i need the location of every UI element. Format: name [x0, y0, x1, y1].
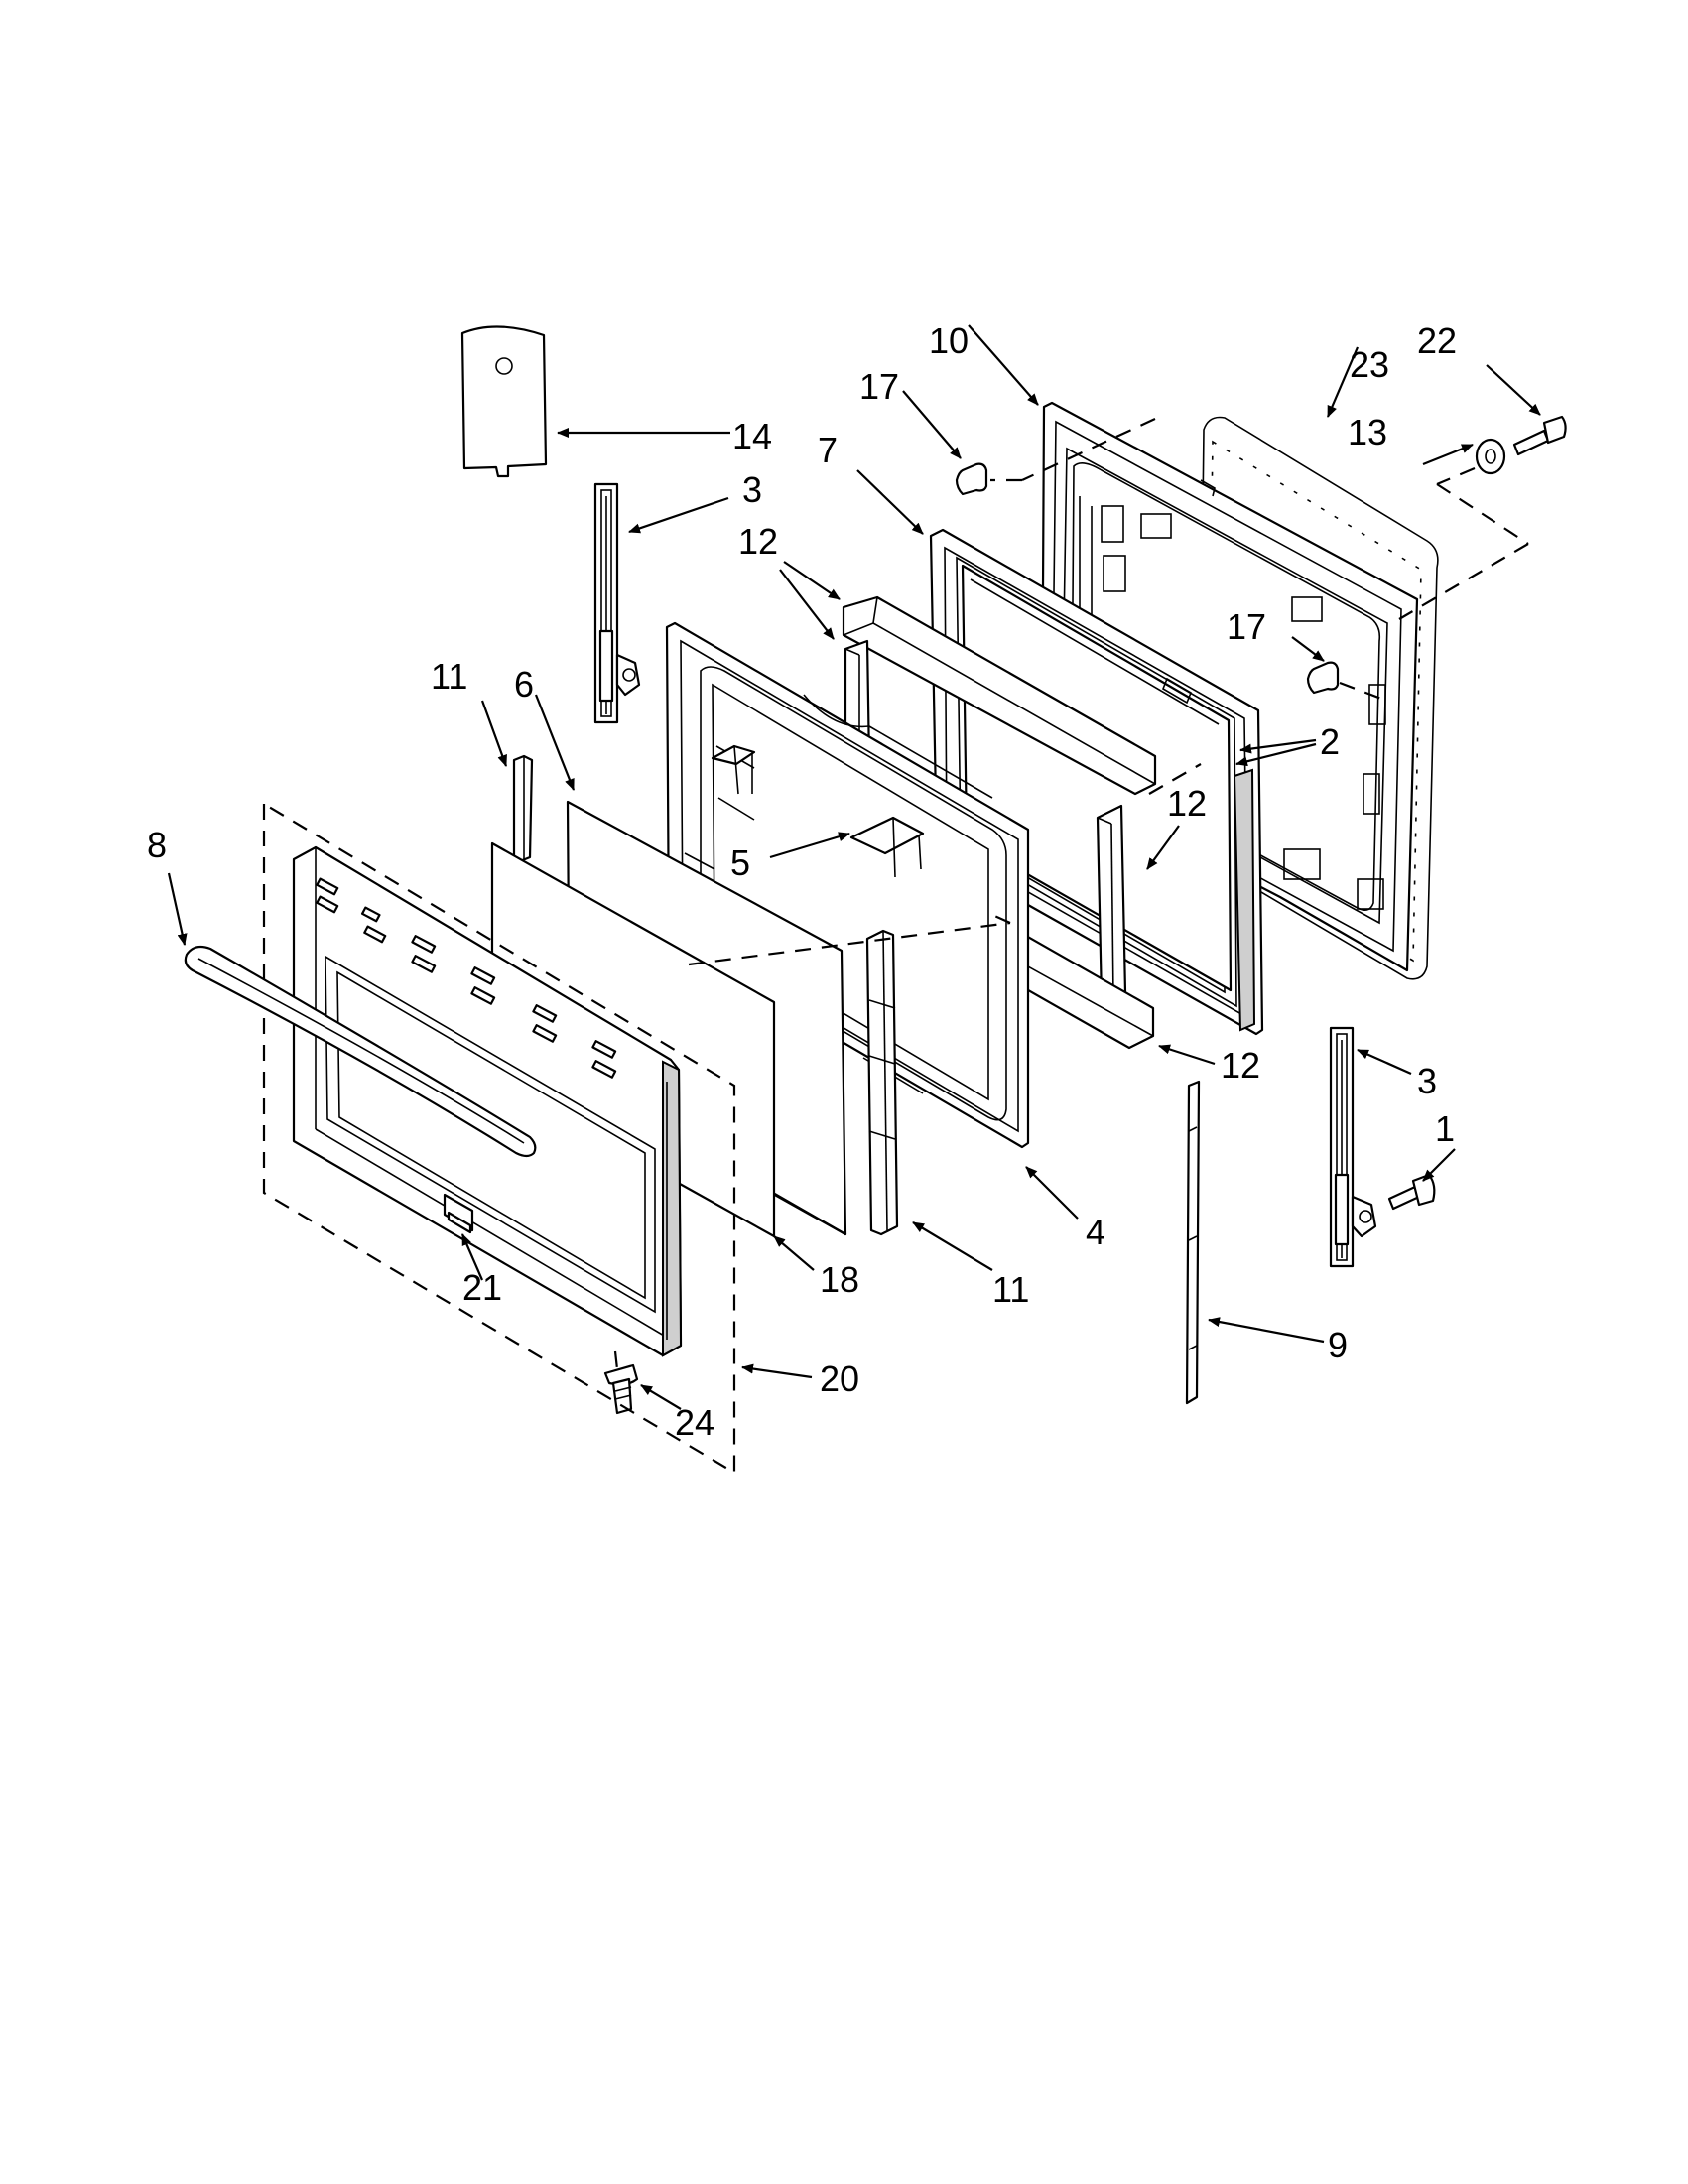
part-3-hinge-left	[593, 482, 641, 724]
part-12-insulation-right	[1096, 804, 1127, 1004]
callout-3-left: 3	[742, 469, 762, 510]
callout-10: 10	[929, 321, 969, 361]
callout-17-upper: 17	[859, 366, 899, 407]
callout-11-right: 11	[992, 1269, 1029, 1310]
callout-7: 7	[818, 430, 838, 470]
callout-11-left: 11	[431, 656, 467, 697]
callout-21: 21	[462, 1267, 502, 1308]
part-17-pin-upper	[955, 462, 988, 496]
callout-2: 2	[1320, 721, 1340, 762]
control-badge	[443, 1193, 474, 1234]
callout-1: 1	[1435, 1108, 1455, 1149]
callout-20: 20	[820, 1358, 859, 1399]
part-5-bracket-lower	[849, 816, 925, 878]
callout-8: 8	[147, 825, 167, 865]
part-22-screw	[1512, 415, 1567, 456]
callout-13: 13	[1348, 412, 1387, 452]
part-21-outer-door	[292, 845, 683, 1357]
part-20-door-assembly-boundary	[262, 803, 736, 1475]
callout-12-right: 12	[1167, 783, 1207, 824]
guide-lines	[613, 418, 1529, 1370]
callout-9: 9	[1328, 1325, 1348, 1365]
part-9-side-trim	[1185, 1080, 1201, 1405]
callout-24: 24	[675, 1402, 714, 1443]
part-11-channel-right	[865, 929, 899, 1236]
callout-12-top: 12	[738, 521, 778, 562]
leader-arrows	[167, 324, 1541, 1410]
part-1-screw	[1387, 1173, 1436, 1211]
callout-22: 22	[1417, 321, 1457, 361]
callout-labels: 10 17 7 14 3 12 22 23 13 17 2 12 11 6 8 …	[147, 321, 1457, 1443]
part-2-glass	[961, 564, 1233, 992]
part-12-insulation-top	[842, 595, 1157, 796]
callout-12-bottom: 12	[1221, 1045, 1260, 1086]
vent-slots	[316, 877, 617, 1079]
callout-4: 4	[1086, 1212, 1105, 1252]
part-3-hinge-right	[1329, 1026, 1377, 1268]
callout-6: 6	[514, 664, 534, 705]
callout-18: 18	[820, 1259, 859, 1300]
part-17-pin-lower	[1306, 661, 1340, 695]
callout-14: 14	[732, 416, 772, 456]
part-11-channel-left	[512, 754, 534, 863]
callout-23: 23	[1350, 344, 1389, 385]
callout-3-right: 3	[1417, 1061, 1437, 1101]
part-5-bracket-upper	[711, 744, 756, 795]
callout-17-lower: 17	[1227, 606, 1266, 647]
part-23-washer	[1475, 438, 1506, 475]
part-14-shield	[460, 325, 548, 478]
part-8-handle	[184, 945, 537, 1158]
callout-5: 5	[730, 842, 750, 883]
part-24-screw	[603, 1363, 639, 1415]
